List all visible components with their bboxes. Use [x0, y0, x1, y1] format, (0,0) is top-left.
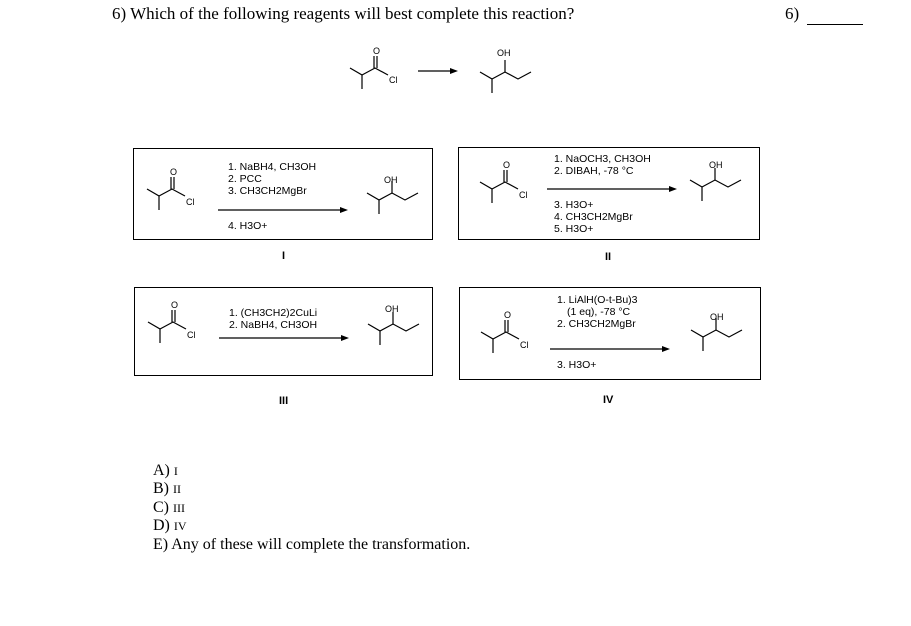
option-IV-reactant: [480, 320, 520, 353]
option-II-oxygen: O: [503, 160, 511, 170]
option-IV-oxygen: O: [504, 310, 512, 320]
choice-d-letter: D): [153, 517, 170, 535]
option-I-product: [366, 181, 419, 214]
choice-b[interactable]: B) II: [153, 480, 470, 498]
choice-d[interactable]: D) IV: [153, 517, 470, 535]
option-numeral-IV: IV: [603, 394, 614, 406]
option-II-reagent-5: 5. H3O+: [554, 223, 594, 235]
option-III-reagents-above: 1. (CH3CH2)2CuLi 2. NaBH4, CH3OH: [229, 307, 317, 331]
option-I-reagents-below: 4. H3O+: [228, 220, 267, 232]
answer-choices: A) I B) II C) III D) IV E) Any of these …: [153, 462, 470, 554]
option-III-oxygen: O: [171, 300, 179, 310]
option-I-reactant: [146, 177, 186, 210]
option-I-reagent-3: 3. CH3CH2MgBr: [228, 185, 307, 197]
choice-d-text: IV: [173, 519, 187, 534]
option-IV-reagents-above: 1. LiAlH(O-t-Bu)3 (1 eq), -78 °C 2. CH3C…: [557, 294, 638, 330]
answer-number-label: 6): [785, 4, 800, 23]
choice-e[interactable]: E) Any of these will complete the transf…: [153, 536, 470, 554]
choice-a-text: I: [173, 464, 178, 478]
option-I-hydroxyl: OH: [384, 175, 398, 185]
choice-b-letter: B): [153, 480, 169, 498]
choice-b-text: II: [173, 482, 181, 497]
option-II-arrow: [547, 186, 677, 192]
option-II-reagent-1: 1. NaOCH3, CH3OH: [554, 153, 651, 165]
option-numeral-II: II: [605, 251, 612, 263]
option-IV-reagents-below: 3. H3O+: [557, 359, 596, 371]
choice-c-letter: C): [153, 498, 169, 516]
choice-e-letter: E): [153, 535, 169, 553]
option-IV-arrow: [550, 346, 670, 352]
option-II-hydroxyl: OH: [709, 160, 723, 170]
option-I-chlorine: Cl: [186, 197, 195, 207]
option-numeral-I: I: [282, 250, 286, 262]
product-structure: [479, 60, 532, 93]
answer-blank-line[interactable]: [807, 24, 863, 25]
option-III-chlorine: Cl: [187, 330, 196, 340]
reactant-chlorine: Cl: [389, 75, 398, 85]
option-II-reagent-4: 4. CH3CH2MgBr: [554, 211, 633, 223]
option-III-reactant: [147, 310, 187, 343]
option-I-arrow: [218, 207, 348, 213]
option-II-product: [689, 168, 742, 201]
option-IV-reagent-2: (1 eq), -78 °C: [567, 306, 631, 318]
option-IV-product: [690, 318, 743, 351]
option-IV-chlorine: Cl: [520, 340, 529, 350]
choice-c[interactable]: C) III: [153, 499, 470, 517]
product-hydroxyl: OH: [497, 48, 511, 58]
option-I-reagents-above: 1. NaBH4, CH3OH 2. PCC 3. CH3CH2MgBr: [228, 161, 316, 197]
option-numeral-III: III: [279, 395, 289, 407]
option-III-arrow: [219, 335, 349, 341]
reactant-structure: [349, 56, 389, 89]
choice-e-text: Any of these will complete the transform…: [171, 535, 471, 553]
option-box-I: O Cl 1. NaBH4, CH3OH 2. PCC 3. CH3CH2MgB…: [133, 148, 433, 240]
option-IV-reagent-1: 1. LiAlH(O-t-Bu)3: [557, 294, 638, 306]
option-I-reagent-4: 4. H3O+: [228, 220, 268, 232]
option-IV-reagent-4: 3. H3O+: [557, 359, 597, 371]
choice-c-text: III: [173, 500, 185, 515]
option-I-reagent-1: 1. NaBH4, CH3OH: [228, 161, 317, 173]
option-III-hydroxyl: OH: [385, 304, 399, 314]
option-box-II: O Cl 1. NaOCH3, CH3OH 2. DIBAH, -78 °C 3…: [458, 147, 760, 240]
option-I-oxygen: O: [170, 167, 178, 177]
option-IV-reagent-3: 2. CH3CH2MgBr: [557, 318, 636, 330]
option-III-reagent-2: 2. NaBH4, CH3OH: [229, 319, 318, 331]
option-II-reagent-2: 2. DIBAH, -78 °C: [554, 165, 634, 177]
choice-a[interactable]: A) I: [153, 462, 470, 480]
option-II-reactant: [479, 170, 519, 203]
main-reaction-arrow: [418, 68, 458, 74]
option-III-product: [367, 312, 420, 345]
option-III-reagent-1: 1. (CH3CH2)2CuLi: [229, 307, 318, 319]
option-II-reagent-3: 3. H3O+: [554, 199, 594, 211]
option-box-III: O Cl 1. (CH3CH2)2CuLi 2. NaBH4, CH3OH OH: [134, 287, 433, 376]
option-II-chlorine: Cl: [519, 190, 528, 200]
option-box-IV: O Cl 1. LiAlH(O-t-Bu)3 (1 eq), -78 °C 2.…: [459, 287, 761, 380]
option-IV-hydroxyl: OH: [710, 312, 724, 322]
option-I-reagent-2: 2. PCC: [228, 173, 262, 185]
choice-a-letter: A): [153, 462, 170, 479]
reactant-oxygen: O: [373, 46, 381, 56]
option-II-reagents-above: 1. NaOCH3, CH3OH 2. DIBAH, -78 °C: [554, 153, 651, 177]
question-text: 6) Which of the following reagents will …: [112, 4, 575, 23]
option-II-reagents-below: 3. H3O+ 4. CH3CH2MgBr 5. H3O+: [554, 199, 633, 235]
